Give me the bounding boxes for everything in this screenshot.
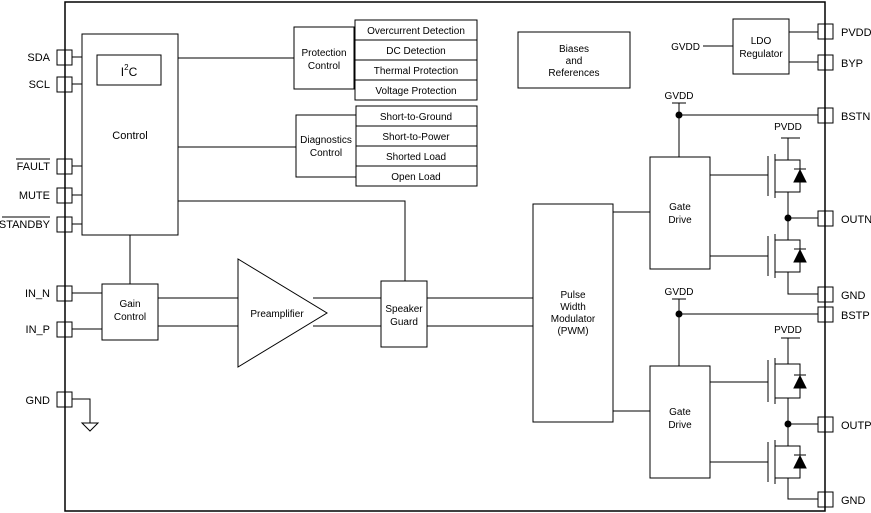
mosfet-low-side-n xyxy=(767,218,801,280)
protection-item-voltage: Voltage Protection xyxy=(375,86,456,97)
diagnostics-item-stp: Short-to-Power xyxy=(382,132,450,143)
diagnostics-control-block xyxy=(295,114,357,178)
pin-gnd-left-label: GND xyxy=(26,395,51,407)
pin-gnd-p-label: GND xyxy=(841,495,866,507)
i2c-block xyxy=(96,54,162,86)
ldo-gvdd-label: GVDD xyxy=(671,42,700,53)
mosfet-high-side-p xyxy=(767,337,801,424)
diagnostics-item-stg: Short-to-Ground xyxy=(380,112,452,123)
pin-sda-label: SDA xyxy=(27,52,50,64)
preamplifier-label: Preamplifier xyxy=(250,309,304,320)
biases-label-1: Biases xyxy=(559,44,589,55)
pin-bstn-label: BSTN xyxy=(841,111,870,123)
pin-outp-label: OUTP xyxy=(841,420,871,432)
protection-item-box xyxy=(354,79,478,101)
biases-label-3: References xyxy=(548,68,599,79)
pvdd-bottom-label: PVDD xyxy=(774,325,802,336)
body-diode-icon xyxy=(793,248,807,263)
gvdd-bottom-label: GVDD xyxy=(665,287,694,298)
gate-drive-top-label-2: Drive xyxy=(668,215,692,226)
biases-block xyxy=(517,31,631,89)
pwm-block xyxy=(532,203,614,423)
pin-in-n-label: IN_N xyxy=(25,288,50,300)
gate-drive-bottom-block xyxy=(649,365,711,479)
pwm-label-3: Modulator xyxy=(551,314,596,325)
diagnostics-control-label: Diagnostics xyxy=(300,135,352,146)
pin-scl-label: SCL xyxy=(29,79,50,91)
pvdd-top-label: PVDD xyxy=(774,122,802,133)
ldo-label-2: Regulator xyxy=(739,49,783,60)
ground-icon xyxy=(80,422,100,432)
gvdd-top-label: GVDD xyxy=(665,91,694,102)
chip-outline xyxy=(64,1,826,512)
pwm-label-1: Pulse xyxy=(560,290,585,301)
protection-item-thermal: Thermal Protection xyxy=(374,66,458,77)
pin-outn-label: OUTN xyxy=(841,214,871,226)
diagnostics-item-open: Open Load xyxy=(391,172,441,183)
junction-dot xyxy=(675,310,683,318)
body-diode-icon xyxy=(793,168,807,183)
body-diode-icon xyxy=(793,454,807,469)
pwm-label-2: Width xyxy=(560,302,586,313)
speaker-guard-label-1: Speaker xyxy=(385,304,423,315)
pin-byp-label: BYP xyxy=(841,58,863,70)
pin-bstp-label: BSTP xyxy=(841,310,870,322)
protection-control-label: Protection xyxy=(301,48,346,59)
ldo-label-1: LDO xyxy=(751,36,772,47)
pin-standby-label: STANDBY xyxy=(0,219,51,231)
protection-control-label-2: Control xyxy=(308,61,340,72)
biases-label-2: and xyxy=(566,56,583,67)
i2c-label: I2C xyxy=(121,63,138,79)
junction-dot xyxy=(784,214,792,222)
junction-dot xyxy=(784,420,792,428)
protection-item-dc: DC Detection xyxy=(386,46,445,57)
gate-drive-bottom-label-2: Drive xyxy=(668,420,692,431)
mosfet-high-side-n xyxy=(767,137,801,218)
preamplifier-triangle xyxy=(237,258,328,368)
gate-drive-bottom-label-1: Gate xyxy=(669,407,691,418)
wires xyxy=(72,31,818,500)
body-diode-icon xyxy=(793,374,807,389)
junction-dot xyxy=(675,111,683,119)
pin-in-p-label: IN_P xyxy=(26,324,50,336)
gate-drive-top-block xyxy=(649,156,711,270)
diagnostics-control-label-2: Control xyxy=(310,148,342,159)
protection-item-overcurrent: Overcurrent Detection xyxy=(367,26,465,37)
control-label: Control xyxy=(112,130,147,142)
gain-label-2: Control xyxy=(114,312,146,323)
speaker-guard-label-2: Guard xyxy=(390,317,418,328)
pin-fault-label: FAULT xyxy=(17,161,51,173)
pin-mute-label: MUTE xyxy=(19,190,50,202)
gate-drive-top-label-1: Gate xyxy=(669,202,691,213)
pwm-label-4: (PWM) xyxy=(557,326,588,337)
pin-pvdd-label: PVDD xyxy=(841,27,871,39)
gain-label-1: Gain xyxy=(119,299,140,310)
diagnostics-item-box xyxy=(355,165,478,187)
speaker-guard-block xyxy=(380,280,428,348)
pin-gnd-n-label: GND xyxy=(841,290,866,302)
diagnostics-item-shorted: Shorted Load xyxy=(386,152,446,163)
